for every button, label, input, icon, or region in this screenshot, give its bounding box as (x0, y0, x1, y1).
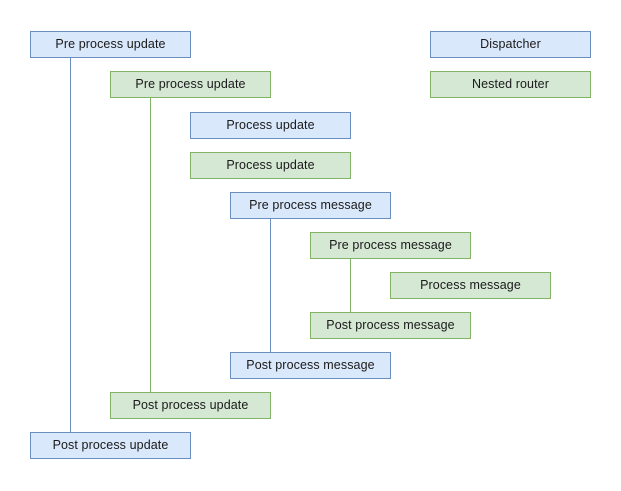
node-label: Pre process update (55, 37, 166, 52)
node-label: Post process update (132, 398, 249, 413)
node-label: Post process message (326, 318, 455, 333)
node-process-message-router[interactable]: Process message (390, 272, 551, 299)
node-post-process-message-dispatcher[interactable]: Post process message (230, 352, 391, 379)
node-label: Post process update (52, 438, 169, 453)
legend-item-nested-router[interactable]: Nested router (430, 71, 591, 98)
connector-pre-post-process-message-dispatcher (270, 219, 271, 352)
connector-pre-post-process-update-router (150, 98, 151, 392)
node-pre-process-update-dispatcher[interactable]: Pre process update (30, 31, 191, 58)
node-label: Post process message (246, 358, 375, 373)
node-label: Pre process update (135, 77, 246, 92)
connector-pre-post-process-message-router (350, 259, 351, 312)
node-post-process-update-router[interactable]: Post process update (110, 392, 271, 419)
node-pre-process-update-router[interactable]: Pre process update (110, 71, 271, 98)
node-label: Process message (420, 278, 521, 293)
node-pre-process-message-router[interactable]: Pre process message (310, 232, 471, 259)
legend-label: Nested router (471, 77, 550, 92)
legend-label: Dispatcher (480, 37, 541, 52)
node-post-process-update-dispatcher[interactable]: Post process update (30, 432, 191, 459)
node-label: Pre process message (249, 198, 372, 213)
node-label: Process update (226, 118, 315, 133)
node-post-process-message-router[interactable]: Post process message (310, 312, 471, 339)
node-label: Process update (226, 158, 315, 173)
node-label: Pre process message (329, 238, 452, 253)
connector-pre-post-process-update-dispatcher (70, 58, 71, 432)
node-process-update-dispatcher[interactable]: Process update (190, 112, 351, 139)
node-pre-process-message-dispatcher[interactable]: Pre process message (230, 192, 391, 219)
legend-item-dispatcher[interactable]: Dispatcher (430, 31, 591, 58)
node-process-update-router[interactable]: Process update (190, 152, 351, 179)
